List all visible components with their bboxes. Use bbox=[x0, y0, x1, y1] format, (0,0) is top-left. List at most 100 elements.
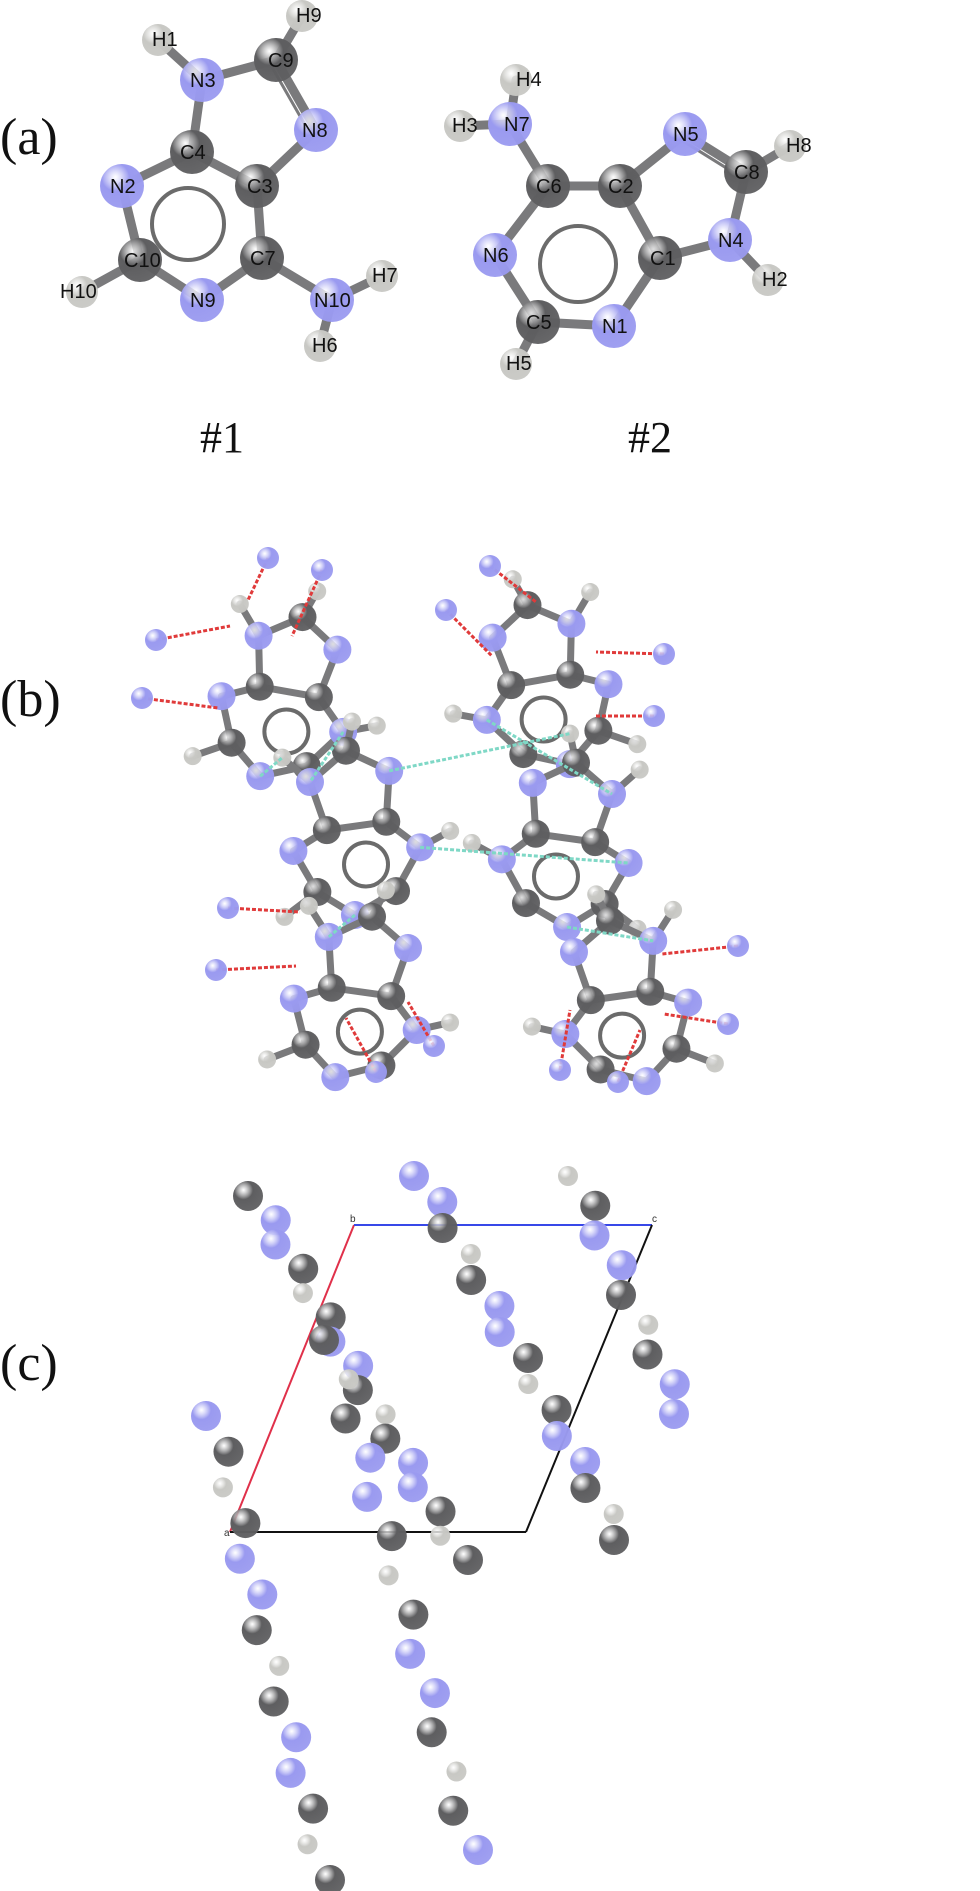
stacked-atom bbox=[355, 1442, 386, 1473]
hydrogen-bond bbox=[420, 845, 629, 865]
stacked-atom bbox=[376, 1521, 407, 1552]
adenine-molecule bbox=[273, 712, 460, 930]
atom-c bbox=[377, 982, 406, 1011]
stacked-atom bbox=[419, 1678, 450, 1709]
atom-n bbox=[559, 938, 588, 967]
atom-label-h8: H8 bbox=[786, 135, 812, 157]
atom-h bbox=[503, 570, 522, 589]
stacked-atom bbox=[659, 1399, 689, 1429]
stacked-atom bbox=[438, 1795, 469, 1826]
atom-h bbox=[630, 760, 649, 779]
atom-h1 bbox=[142, 24, 174, 56]
atom-h bbox=[308, 582, 327, 601]
atom-h bbox=[441, 821, 460, 840]
atom-n bbox=[518, 768, 547, 797]
hydrogen-bond bbox=[227, 906, 301, 914]
aromatic-ring bbox=[531, 852, 580, 901]
atom-label-n2: N2 bbox=[110, 176, 136, 198]
stacked-atom bbox=[212, 1477, 233, 1498]
atom-label-c10: C10 bbox=[124, 250, 161, 272]
hydrogen-bond bbox=[444, 608, 494, 658]
aromatic-ring bbox=[150, 186, 226, 262]
atom-c bbox=[317, 973, 346, 1002]
atom-n7 bbox=[488, 102, 532, 146]
atom-c bbox=[217, 728, 246, 757]
atom-c bbox=[372, 807, 401, 836]
atom-h2 bbox=[752, 264, 784, 296]
atom-n6 bbox=[473, 233, 517, 277]
stacked-atom bbox=[484, 1291, 515, 1321]
atom-label-h2: H2 bbox=[762, 269, 788, 291]
adenine-molecule bbox=[258, 881, 460, 1092]
aromatic-ring bbox=[342, 840, 391, 889]
molecular-stack bbox=[191, 1401, 345, 1891]
atom-label-c8: C8 bbox=[734, 162, 760, 184]
atom-c bbox=[576, 986, 605, 1015]
stacked-atom bbox=[275, 1757, 306, 1788]
acceptor-atom bbox=[549, 1059, 571, 1081]
atom-label-h3: H3 bbox=[452, 115, 478, 137]
atom-label-h5: H5 bbox=[506, 353, 532, 375]
atom-c bbox=[584, 716, 613, 745]
atom-label-n5: N5 bbox=[673, 124, 699, 146]
atom-n bbox=[207, 682, 236, 711]
stacked-atom bbox=[397, 1472, 428, 1503]
stacked-atom bbox=[230, 1508, 261, 1539]
cell-axis-label-b: b bbox=[350, 1214, 356, 1225]
aromatic-ring bbox=[262, 707, 311, 756]
atom-n bbox=[594, 670, 623, 699]
atom-label-c2: C2 bbox=[608, 176, 634, 198]
atom-c3 bbox=[235, 164, 279, 208]
atom-n bbox=[632, 1067, 661, 1096]
stacked-atom bbox=[260, 1205, 291, 1236]
atom-c bbox=[331, 736, 360, 765]
atom-label-c7: C7 bbox=[250, 248, 276, 270]
atom-h3 bbox=[444, 110, 476, 142]
atom-c10 bbox=[118, 238, 162, 282]
atom-label-h6: H6 bbox=[312, 335, 338, 357]
atom-h bbox=[444, 704, 463, 723]
atom-h bbox=[561, 724, 580, 743]
atom-n bbox=[487, 845, 516, 874]
stacked-atom bbox=[484, 1317, 515, 1347]
atom-n8 bbox=[294, 108, 338, 152]
stacked-atom bbox=[269, 1655, 290, 1676]
atom-c bbox=[312, 816, 341, 845]
atom-c4 bbox=[170, 130, 214, 174]
atom-n bbox=[244, 621, 273, 650]
stacked-atom bbox=[425, 1496, 456, 1527]
stacked-atom bbox=[580, 1190, 611, 1221]
stacked-atom bbox=[430, 1525, 451, 1546]
acceptor-atom bbox=[311, 559, 333, 581]
atom-c bbox=[586, 1055, 615, 1084]
acceptor-atom bbox=[643, 705, 665, 727]
panel-label-b: (b) bbox=[0, 671, 61, 728]
atom-n bbox=[321, 1063, 350, 1092]
molecule-1-label: #1 bbox=[200, 413, 244, 462]
acceptor-atom bbox=[131, 687, 153, 709]
atom-n10 bbox=[310, 278, 354, 322]
hydrogen-bond bbox=[663, 1012, 729, 1026]
atom-h bbox=[299, 896, 318, 915]
hydrogen-bond bbox=[141, 696, 219, 710]
stacked-atom bbox=[456, 1265, 487, 1295]
adenine-molecule bbox=[522, 885, 724, 1096]
atom-c bbox=[358, 902, 387, 931]
atom-h bbox=[462, 833, 481, 852]
atom-label-c1: C1 bbox=[650, 248, 676, 270]
atom-c bbox=[245, 672, 274, 701]
stacked-atom bbox=[606, 1280, 636, 1310]
atom-h bbox=[441, 1013, 460, 1032]
adenine-molecule bbox=[462, 724, 649, 942]
atom-n2 bbox=[100, 164, 144, 208]
stacked-atom bbox=[453, 1545, 483, 1575]
stacked-atom bbox=[309, 1325, 339, 1355]
atom-c5 bbox=[516, 300, 560, 344]
atom-n4 bbox=[708, 218, 752, 262]
atom-c bbox=[581, 828, 610, 857]
stacked-atom bbox=[292, 1283, 313, 1304]
atom-label-c3: C3 bbox=[247, 176, 273, 198]
hydrogen-bond bbox=[308, 731, 345, 783]
stacked-atom bbox=[463, 1835, 493, 1865]
atom-h bbox=[705, 1054, 724, 1073]
